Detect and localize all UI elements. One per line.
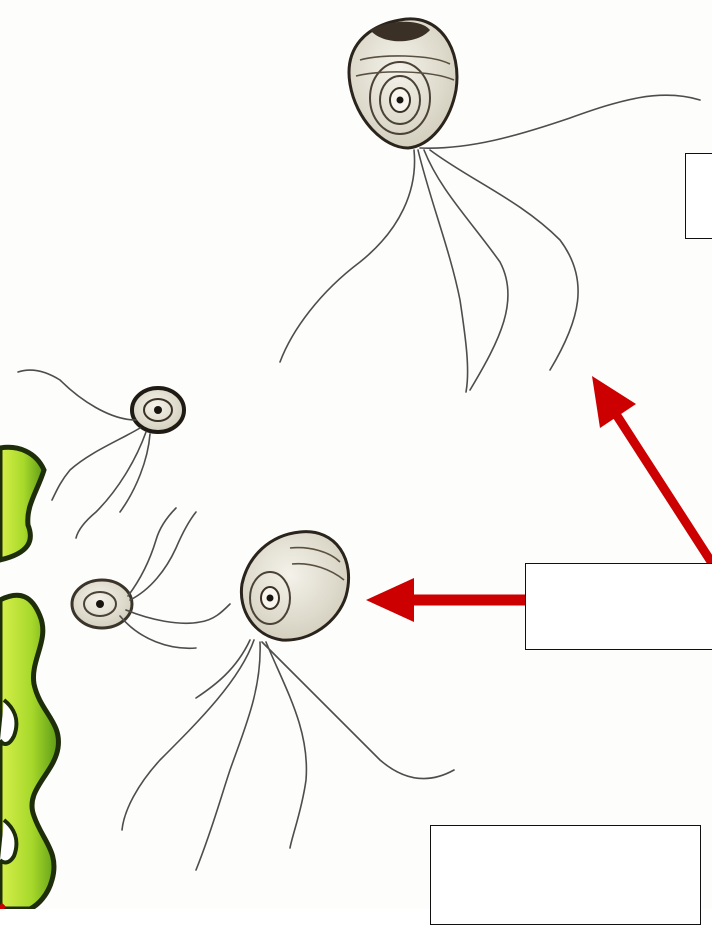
flagellate-medium-icon: [122, 532, 454, 870]
flagellate-large-icon: [280, 19, 700, 392]
label-box-middle[interactable]: [525, 563, 712, 650]
label-box-bottom[interactable]: [430, 825, 701, 925]
flagellate-tiny-icon: [72, 508, 230, 648]
arrow-left-target-icon: [366, 578, 527, 622]
label-box-top[interactable]: [685, 153, 712, 239]
flagellate-small-icon: [18, 370, 184, 538]
algae-strand: [0, 447, 58, 909]
arrow-up-right-target-icon: [592, 376, 712, 563]
